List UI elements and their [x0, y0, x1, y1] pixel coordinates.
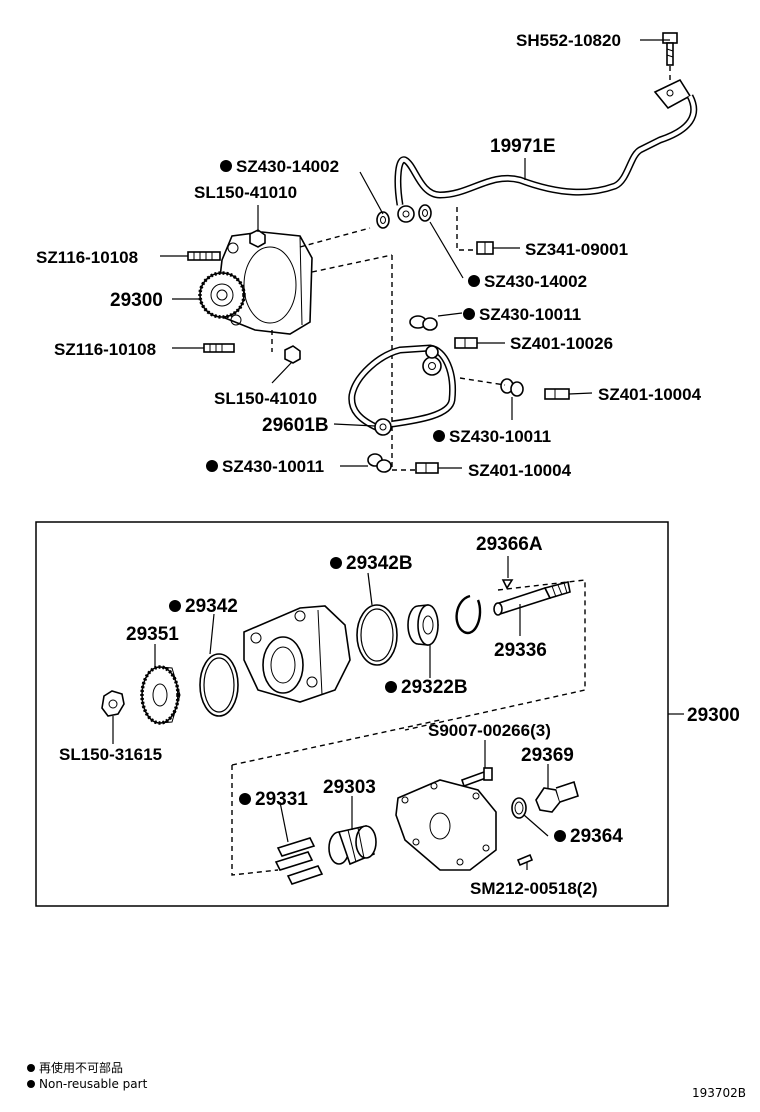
non-reusable-marker: [468, 275, 480, 287]
stud-sz116-10108-a-icon: [187, 251, 221, 261]
non-reusable-marker: [433, 430, 445, 442]
pin-sm212-00518-icon: [516, 853, 534, 867]
gasket-sz430-14002-a-icon: [376, 211, 390, 229]
bolt-sh552-10820-icon: [662, 32, 678, 66]
bolt-s9007-00266-icon: [460, 767, 493, 788]
label-29342: 29342: [185, 596, 238, 617]
label-sz430-10011-b: SZ430-10011: [449, 427, 551, 446]
gasket-sz430-10011-b-icon: [500, 378, 524, 397]
gasket-sz430-10011-c-icon: [367, 453, 392, 473]
shaft-29336-icon: [493, 581, 571, 616]
bearing-29322b-icon: [407, 604, 439, 646]
label-29369: 29369: [521, 745, 574, 766]
union-bolt-sz401-10026-icon: [454, 337, 478, 349]
o-ring-29342b-icon: [356, 604, 398, 666]
label-sz430-10011-a: SZ430-10011: [479, 305, 581, 324]
non-reusable-marker: [463, 308, 475, 320]
key-29366a-icon: [501, 579, 514, 590]
label-29331: 29331: [255, 789, 308, 810]
label-sz401-10004-a: SZ401-10004: [598, 385, 702, 404]
pipe-bracket-icon: [653, 78, 692, 110]
nut-sl150-31615-icon: [101, 690, 125, 717]
label-sz430-10011-c: SZ430-10011: [222, 457, 324, 476]
gear-29351-icon: [140, 665, 181, 725]
legend-japanese: 再使用不可部品: [39, 1060, 123, 1075]
label-29351: 29351: [126, 624, 179, 645]
label-sz116-10108-b: SZ116-10108: [54, 340, 156, 359]
non-reusable-marker: [239, 793, 251, 805]
non-reusable-marker: [206, 460, 218, 472]
non-reusable-marker: [385, 681, 397, 693]
label-sz430-14002-b: SZ430-14002: [484, 272, 587, 291]
figure-code: 193702B: [692, 1086, 746, 1100]
nut-sl150-41010-b-icon: [284, 345, 301, 364]
snap-ring-icon: [455, 594, 482, 635]
non-reusable-marker: [330, 557, 342, 569]
label-29322b: 29322B: [401, 677, 468, 698]
union-bolt-sz401-10004-b-icon: [415, 462, 439, 474]
label-29366a: 29366A: [476, 534, 543, 555]
legend-english: Non-reusable part: [39, 1077, 148, 1091]
label-sz341-09001: SZ341-09001: [525, 240, 628, 259]
label-sh552-10820: SH552-10820: [516, 31, 621, 50]
gasket-sz430-10011-a-icon: [409, 315, 438, 331]
pipe-29601b-icon: [348, 344, 457, 436]
vanes-29331-icon: [274, 837, 324, 885]
union-bolt-sz401-10004-a-icon: [544, 388, 570, 400]
label-sm212-00518: SM212-00518(2): [470, 879, 598, 898]
label-29342b: 29342B: [346, 553, 413, 574]
legend-marker-icon: [27, 1064, 35, 1072]
label-19971e: 19971E: [490, 136, 556, 157]
cover-plate-icon: [395, 779, 497, 871]
nut-sl150-41010-a-icon: [249, 229, 266, 248]
gasket-sz430-14002-b-icon: [418, 204, 432, 222]
label-29300-top: 29300: [110, 290, 163, 311]
leader-lines-bottom: [112, 556, 549, 870]
label-29364: 29364: [570, 826, 623, 847]
label-sl150-41010-a: SL150-41010: [194, 183, 297, 202]
rotor-29303-icon: [328, 825, 377, 866]
vacuum-pump-29300-icon: [198, 231, 313, 335]
o-ring-29364-icon: [511, 797, 527, 819]
label-29300-right: 29300: [687, 705, 740, 726]
label-29303: 29303: [323, 777, 376, 798]
label-sz401-10026: SZ401-10026: [510, 334, 613, 353]
non-reusable-marker: [169, 600, 181, 612]
union-bolt-sz341-09001-icon: [476, 241, 494, 255]
label-29336: 29336: [494, 640, 547, 661]
legend-marker-icon: [27, 1080, 35, 1088]
o-ring-29342-icon: [199, 653, 239, 717]
pump-housing-icon: [243, 605, 351, 703]
non-reusable-marker: [220, 160, 232, 172]
label-sz116-10108-a: SZ116-10108: [36, 248, 138, 267]
label-29601b: 29601B: [262, 415, 329, 436]
leader-lines-top: [160, 39, 670, 469]
label-sz430-14002-a: SZ430-14002: [236, 157, 339, 176]
label-s9007-00266: S9007-00266(3): [428, 721, 551, 740]
label-sl150-41010-b: SL150-41010: [214, 389, 317, 408]
label-sz401-10004-b: SZ401-10004: [468, 461, 572, 480]
non-reusable-marker: [554, 830, 566, 842]
pipe-19971e-icon: [394, 94, 698, 223]
stud-sz116-10108-b-icon: [203, 343, 235, 353]
label-sl150-31615: SL150-31615: [59, 745, 162, 764]
plug-29369-icon: [535, 780, 579, 813]
